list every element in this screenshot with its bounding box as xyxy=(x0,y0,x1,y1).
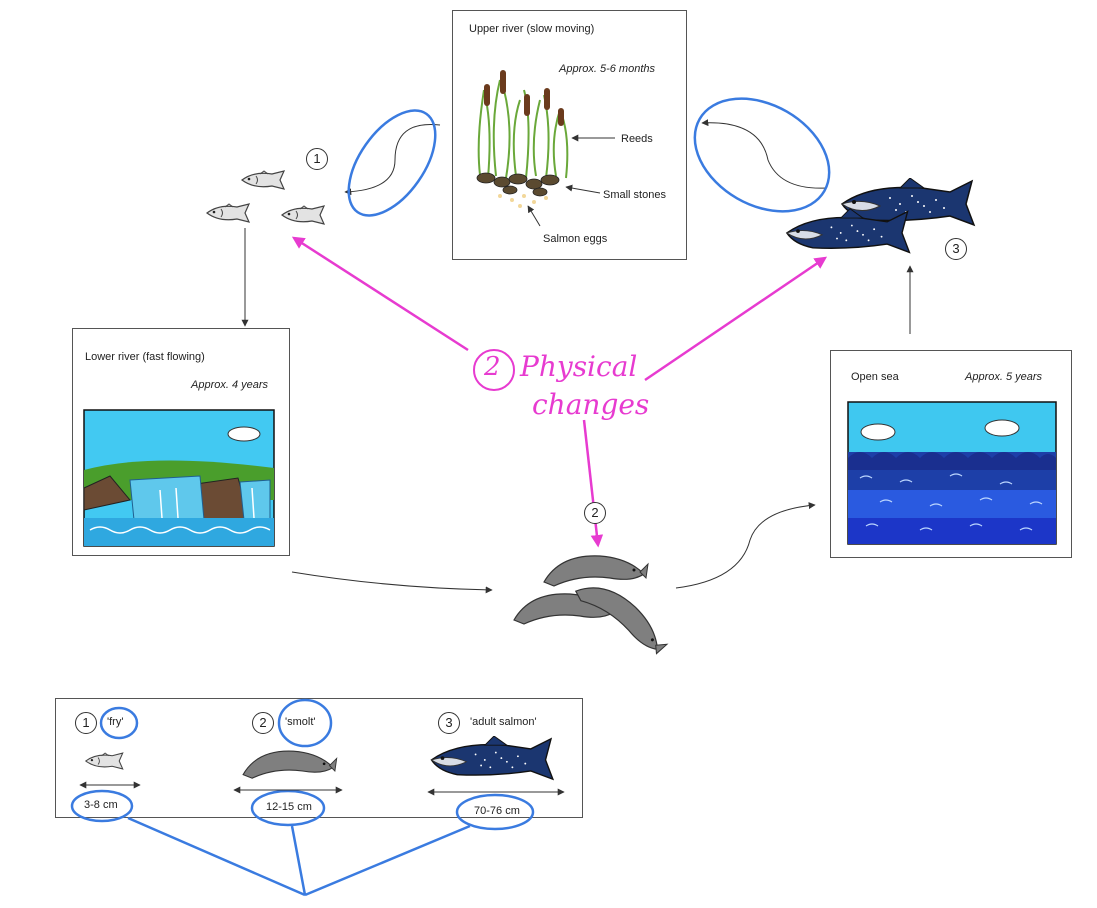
annotation-line2: changes xyxy=(532,388,650,421)
open-sea-title: Open sea xyxy=(851,371,899,383)
upper-river-duration: Approx. 5-6 months xyxy=(559,63,655,75)
lifecycle-arrows xyxy=(241,119,914,594)
key-fry-number: 1 xyxy=(75,712,97,734)
adult-stage-marker: 3 xyxy=(945,238,967,260)
physical-changes-arrows xyxy=(291,236,828,548)
key-adult-number: 3 xyxy=(438,712,460,734)
key-smolt-number: 2 xyxy=(252,712,274,734)
adult-salmon-group xyxy=(786,178,975,254)
key-fry-name: 'fry' xyxy=(107,716,124,728)
upper-river-panel: Upper river (slow moving) Approx. 5-6 mo… xyxy=(452,10,687,260)
lower-river-duration: Approx. 4 years xyxy=(191,379,269,391)
waterfall-illustration xyxy=(83,409,275,547)
key-smolt-name: 'smolt' xyxy=(285,716,316,728)
upper-river-title: Upper river (slow moving) xyxy=(469,23,595,35)
key-adult-size: 70-76 cm xyxy=(474,805,520,817)
key-adult-name: 'adult salmon' xyxy=(470,716,537,728)
key-smolt-size: 12-15 cm xyxy=(266,801,312,813)
small-stones-label: Small stones xyxy=(603,189,666,201)
reeds-illustration xyxy=(476,70,615,227)
salmon-eggs-label: Salmon eggs xyxy=(543,233,608,245)
smolt-group xyxy=(513,555,673,662)
annotation-number: 2 xyxy=(484,352,501,382)
fry-stage-marker: 1 xyxy=(306,148,328,170)
annotation-line1: Physical xyxy=(520,350,638,383)
key-illustrations xyxy=(79,736,565,796)
lower-river-title: Lower river (fast flowing) xyxy=(85,351,205,363)
smolt-stage-marker: 2 xyxy=(584,502,606,524)
highlight-ellipses xyxy=(70,97,831,897)
fry-fish-group xyxy=(206,170,325,225)
key-fry-size: 3-8 cm xyxy=(84,799,118,811)
open-sea-duration: Approx. 5 years xyxy=(965,371,1043,383)
open-sea-illustration xyxy=(847,401,1057,545)
reeds-label: Reeds xyxy=(621,133,653,145)
